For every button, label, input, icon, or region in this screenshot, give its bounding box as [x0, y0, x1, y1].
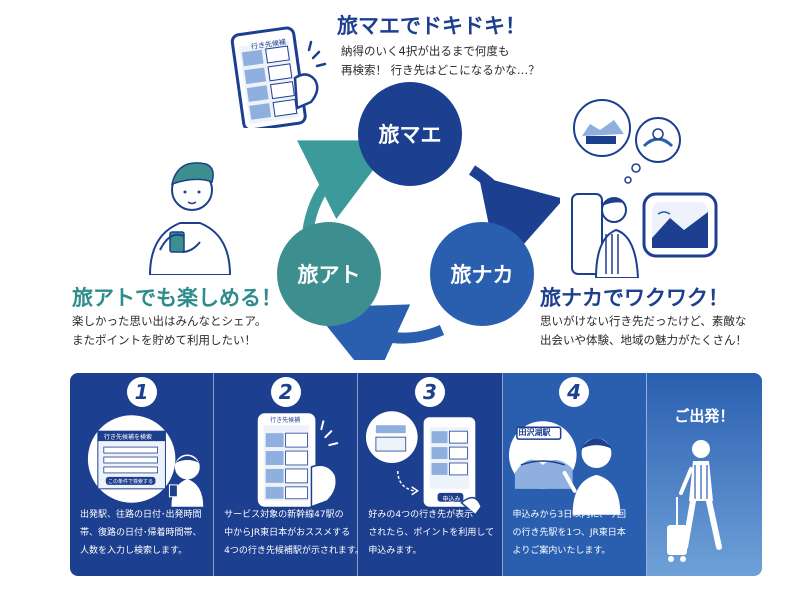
- tabinaka-heading: 旅ナカでワクワク！: [540, 286, 729, 310]
- departure-label: ご出発！: [674, 407, 735, 425]
- cycle-tabiato: 旅アト: [277, 222, 381, 326]
- station-sign: 田沢湖駅: [518, 428, 551, 437]
- step-text: サービス対象の新幹線47駅の 中からJR東日本がおススメする 4つの行き先候補駅…: [224, 506, 364, 560]
- tabinaka-desc-line: 出会いや体験、地域の魅力がたくさん！: [540, 333, 747, 347]
- apply-phone-illustration: [366, 411, 483, 515]
- step-1: 1 行き先候補を検索 この条件で検索する 出発駅、往路の日付･出発時間 帯、復路…: [70, 373, 215, 576]
- step-text: 出発駅、往路の日付･出発時間 帯、復路の日付･帰着時間帯、 人数を入力し検索しま…: [80, 506, 202, 560]
- destination-reveal-illustration: [508, 421, 620, 515]
- step-number: 3: [414, 377, 445, 407]
- step-3: 3 申込み 好みの4つの行き先が表示 されたら、ポイントを利用して 申込みます。: [358, 373, 503, 576]
- step-text-line: されたら、ポイントを利用して: [368, 528, 495, 538]
- apply-button: 申込み: [442, 496, 461, 503]
- tabiato-heading: 旅アトでも楽しめる！: [72, 286, 282, 310]
- step-number: 2: [270, 377, 301, 407]
- step-4: 4 田沢湖駅 申込みから3日以内に、今回 の行き先駅を1つ、JR東日本 よりご案…: [502, 373, 647, 576]
- form-title: 行き先候補を検索: [104, 434, 153, 441]
- form-search-button: この条件で検索する: [108, 479, 154, 485]
- tabimae-desc-line: 納得のいく4択が出るまで何度も: [341, 44, 510, 58]
- step-number: 4: [559, 377, 590, 407]
- traveler-window-illustration: [571, 99, 718, 278]
- cycle-tabimae: 旅マエ: [358, 82, 462, 186]
- step-text-line: 申込みます。: [368, 546, 422, 556]
- candidate-phone-illustration: [257, 413, 339, 508]
- step-text-line: 中からJR東日本がおススメする: [224, 528, 351, 538]
- tabimae-heading: 旅マエでドキドキ！: [337, 14, 526, 38]
- tabimae-desc: 納得のいく4択が出るまで何度も 再検索！ 行き先はどこになるかな…？: [341, 42, 540, 80]
- step-departure: ご出発！: [646, 373, 762, 576]
- search-form-illustration: [87, 415, 204, 507]
- step-text-line: 人数を入力し検索します。: [80, 546, 188, 556]
- step-number: 1: [126, 377, 157, 407]
- step-text-line: 出発駅、往路の日付･出発時間: [80, 510, 202, 520]
- tabinaka-desc-line: 思いがけない行き先だったけど、素敵な: [540, 314, 747, 328]
- person-with-phone-illustration: [148, 162, 232, 275]
- walking-traveler-illustration: [666, 440, 722, 562]
- cycle-arrows: [296, 140, 560, 360]
- tabinaka-desc: 思いがけない行き先だったけど、素敵な 出会いや体験、地域の魅力がたくさん！: [540, 312, 747, 350]
- phone-screen-title: 行き先候補: [270, 417, 301, 424]
- step-text-line: 好みの4つの行き先が表示: [368, 510, 474, 520]
- step-text-line: よりご案内いたします。: [512, 546, 611, 556]
- tabiato-desc-line: 楽しかった思い出はみんなとシェア。: [72, 314, 267, 328]
- step-text-line: 4つの行き先候補駅が示されます。: [224, 546, 364, 556]
- step-text-line: 申込みから3日以内に、今回: [512, 510, 626, 520]
- step-text: 申込みから3日以内に、今回 の行き先駅を1つ、JR東日本 よりご案内いたします。: [513, 506, 626, 560]
- phone-illustration: 行き先候補: [230, 26, 327, 128]
- step-text-line: の行き先駅を1つ、JR東日本: [512, 528, 626, 538]
- step-text: 好みの4つの行き先が表示 されたら、ポイントを利用して 申込みます。: [368, 506, 494, 560]
- step-text-line: サービス対象の新幹線47駅の: [224, 510, 344, 520]
- tabimae-desc-line: 再検索！ 行き先はどこになるかな…？: [341, 63, 540, 77]
- cycle-tabinaka: 旅ナカ: [430, 222, 534, 326]
- steps-bar: 1 行き先候補を検索 この条件で検索する 出発駅、往路の日付･出発時間 帯、復路…: [70, 373, 762, 576]
- step-text-line: 帯、復路の日付･帰着時間帯、: [80, 528, 202, 538]
- tabiato-desc: 楽しかった思い出はみんなとシェア。 またポイントを貯めて利用したい！: [72, 312, 266, 350]
- step-2: 2 行き先候補 サービス対象の新幹線47駅の 中からJR東日本がおススメする 4…: [214, 373, 364, 576]
- tabiato-desc-line: またポイントを貯めて利用したい！: [72, 333, 256, 347]
